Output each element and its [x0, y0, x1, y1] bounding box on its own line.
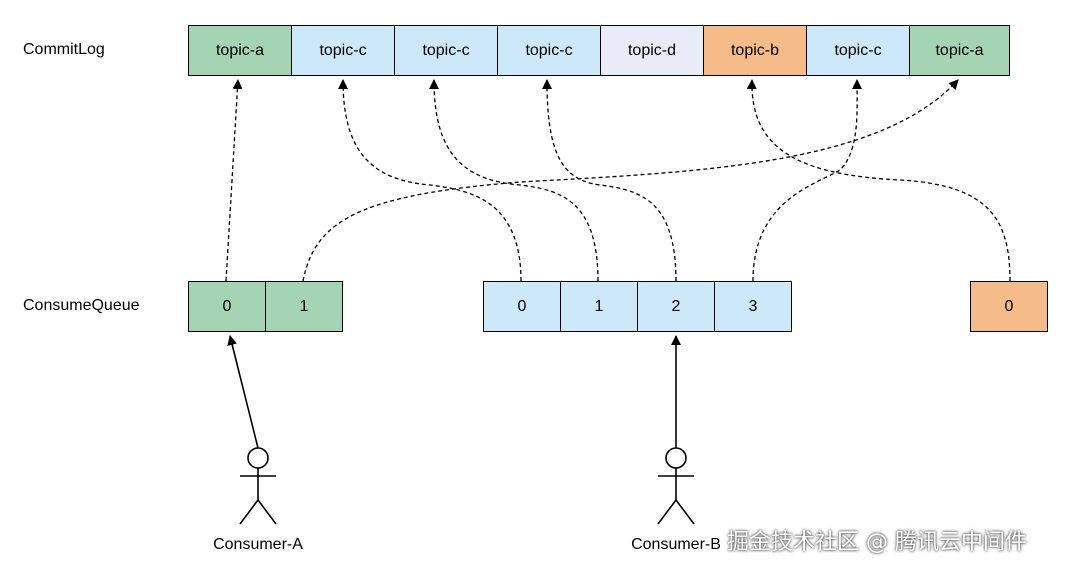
pointer-a1-to-topic-a [302, 79, 959, 282]
commitlog-cell: topic-d [600, 25, 704, 76]
consumer-a-label: Consumer-A [213, 536, 303, 553]
pointer-a0-to-topic-a [225, 79, 243, 282]
pointer-b0-to-topic-b [746, 79, 1011, 282]
commitlog-label: CommitLog [23, 41, 105, 58]
queue-cell: 0 [188, 281, 266, 332]
commitlog-cell: topic-c [497, 25, 601, 76]
consumer-a-arrow [227, 335, 259, 449]
consumequeue-label: ConsumeQueue [23, 297, 140, 314]
pointer-c3-to-topic-c [752, 79, 863, 282]
commitlog-cell: topic-a [188, 25, 292, 76]
consumer-a-figure [239, 447, 277, 525]
queue-cell: 0 [970, 281, 1048, 332]
watermark: 掘金技术社区 @ 腾讯云中间件 [727, 530, 1027, 555]
queue-cell: 1 [265, 281, 343, 332]
pointer-c2-to-topic-c [542, 79, 677, 282]
queue-cell: 3 [714, 281, 792, 332]
queue-cell: 1 [560, 281, 638, 332]
commitlog-cell: topic-c [806, 25, 910, 76]
pointer-c1-to-topic-c [429, 79, 599, 282]
commitlog-cell: topic-c [394, 25, 498, 76]
queue-cell: 2 [637, 281, 715, 332]
consumer-b-label: Consumer-B [631, 536, 721, 553]
commitlog-cell: topic-a [909, 25, 1010, 76]
commitlog-cell: topic-c [291, 25, 395, 76]
consumer-b-figure [657, 447, 695, 525]
commitlog-cell: topic-b [703, 25, 807, 76]
pointer-c0-to-topic-c [338, 79, 522, 282]
